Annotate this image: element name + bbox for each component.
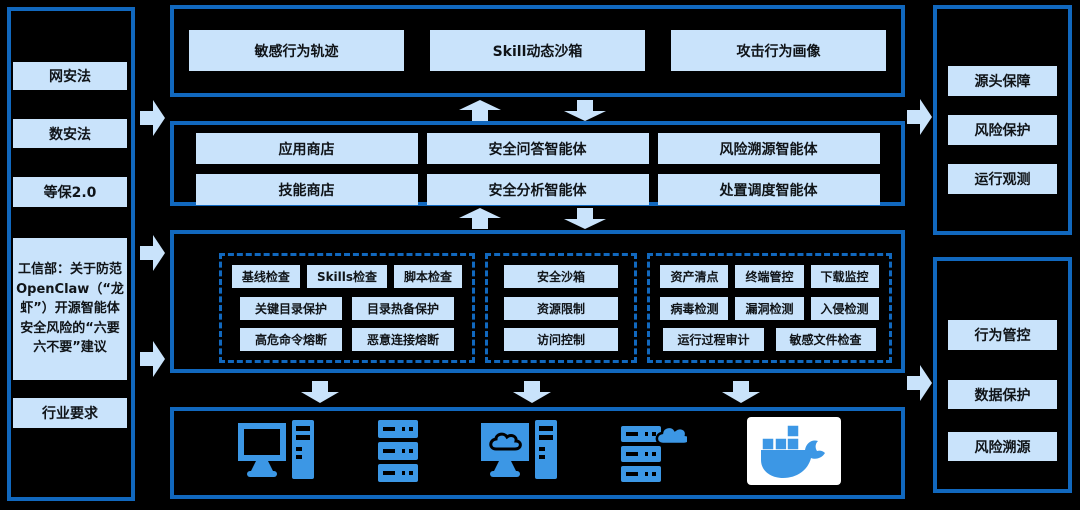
assurance-box: 源头保障 [948,66,1057,96]
right-assurance-panel: 源头保障 风险保护 运行观测 [933,5,1072,235]
capability-pill: 下载监控 [810,264,879,288]
left-regulations-panel: 网安法 数安法 等保2.0 工信部：关于防范OpenClaw（“龙虾”）开源智能… [7,7,135,501]
capability-pill: 脚本检查 [394,264,463,288]
capability-pill: 高危命令熔断 [239,328,342,352]
infrastructure-panel [170,407,905,499]
arrow-right-icon [140,234,166,272]
regulation-box-wanganfa: 网安法 [13,62,127,90]
capability-pill: 资产清点 [660,264,729,288]
arrow-right-icon [907,98,933,136]
agent-box: 安全问答智能体 [426,133,649,164]
assurance-box: 风险保护 [948,115,1057,145]
agent-box: 处置调度智能体 [657,174,880,205]
arrow-down-icon [511,381,553,403]
regulation-box-miit: 工信部：关于防范OpenClaw（“龙虾”）开源智能体安全风险的“六要六不要”建… [13,238,127,380]
analysis-box: 攻击行为画像 [671,30,886,71]
server-rack-icon [377,420,418,486]
arrow-down-icon [299,381,341,403]
analysis-box: Skill动态沙箱 [430,30,645,71]
agent-box: 技能商店 [195,174,418,205]
capability-pill: 资源限制 [504,296,618,320]
capability-pill: 基线检查 [231,264,300,288]
arrow-up-icon [457,208,503,229]
capability-pill: 漏洞检测 [735,296,804,320]
capability-group-monitoring: 资产清点 终端管控 下载监控 病毒检测 漏洞检测 入侵检测 运行过程审计 敏感文… [647,253,892,363]
assurance-box: 运行观测 [948,164,1057,194]
arrow-up-icon [457,100,503,121]
capability-pill: Skills检查 [306,264,388,288]
regulation-box-dengbao: 等保2.0 [13,177,127,207]
agent-box: 应用商店 [195,133,418,164]
capability-pill: 终端管控 [735,264,804,288]
capability-pill: 安全沙箱 [504,264,618,288]
behavior-analysis-panel: 敏感行为轨迹 Skill动态沙箱 攻击行为画像 [170,5,905,97]
capability-pill: 恶意连接熔断 [352,328,455,352]
agent-box: 风险溯源智能体 [657,133,880,164]
protection-capabilities-panel: 基线检查 Skills检查 脚本检查 关键目录保护 目录热备保护 高危命令熔断 … [170,230,905,373]
capability-pill: 运行过程审计 [663,328,764,352]
arrow-down-icon [562,208,608,229]
capability-pill: 访问控制 [504,328,618,352]
agent-box: 安全分析智能体 [426,174,649,205]
cloud-server-icon [621,420,692,486]
capability-group-sandbox: 安全沙箱 资源限制 访问控制 [485,253,637,363]
governance-box: 行为管控 [948,320,1057,350]
regulation-box-industry: 行业要求 [13,398,127,428]
arrow-down-icon [720,381,762,403]
analysis-box: 敏感行为轨迹 [189,30,404,71]
arrow-right-icon [140,99,166,137]
right-governance-panel: 行为管控 数据保护 风险溯源 [933,257,1072,493]
capability-pill: 敏感文件检查 [775,328,876,352]
agents-panel: 应用商店 安全问答智能体 风险溯源智能体 技能商店 安全分析智能体 处置调度智能… [170,121,905,206]
capability-pill: 入侵检测 [810,296,879,320]
regulation-box-shuanfa: 数安法 [13,119,127,148]
arrow-down-icon [562,100,608,121]
arrow-right-icon [140,340,166,378]
cloud-desktop-icon [477,420,561,486]
capability-pill: 关键目录保护 [239,296,342,320]
capability-group-detection: 基线检查 Skills检查 脚本检查 关键目录保护 目录热备保护 高危命令熔断 … [219,253,475,363]
capability-pill: 病毒检测 [660,296,729,320]
governance-box: 数据保护 [948,380,1057,409]
governance-box: 风险溯源 [948,432,1057,461]
desktop-computer-icon [234,420,318,486]
capability-pill: 目录热备保护 [352,296,455,320]
docker-icon [747,417,842,489]
arrow-right-icon [907,364,933,402]
